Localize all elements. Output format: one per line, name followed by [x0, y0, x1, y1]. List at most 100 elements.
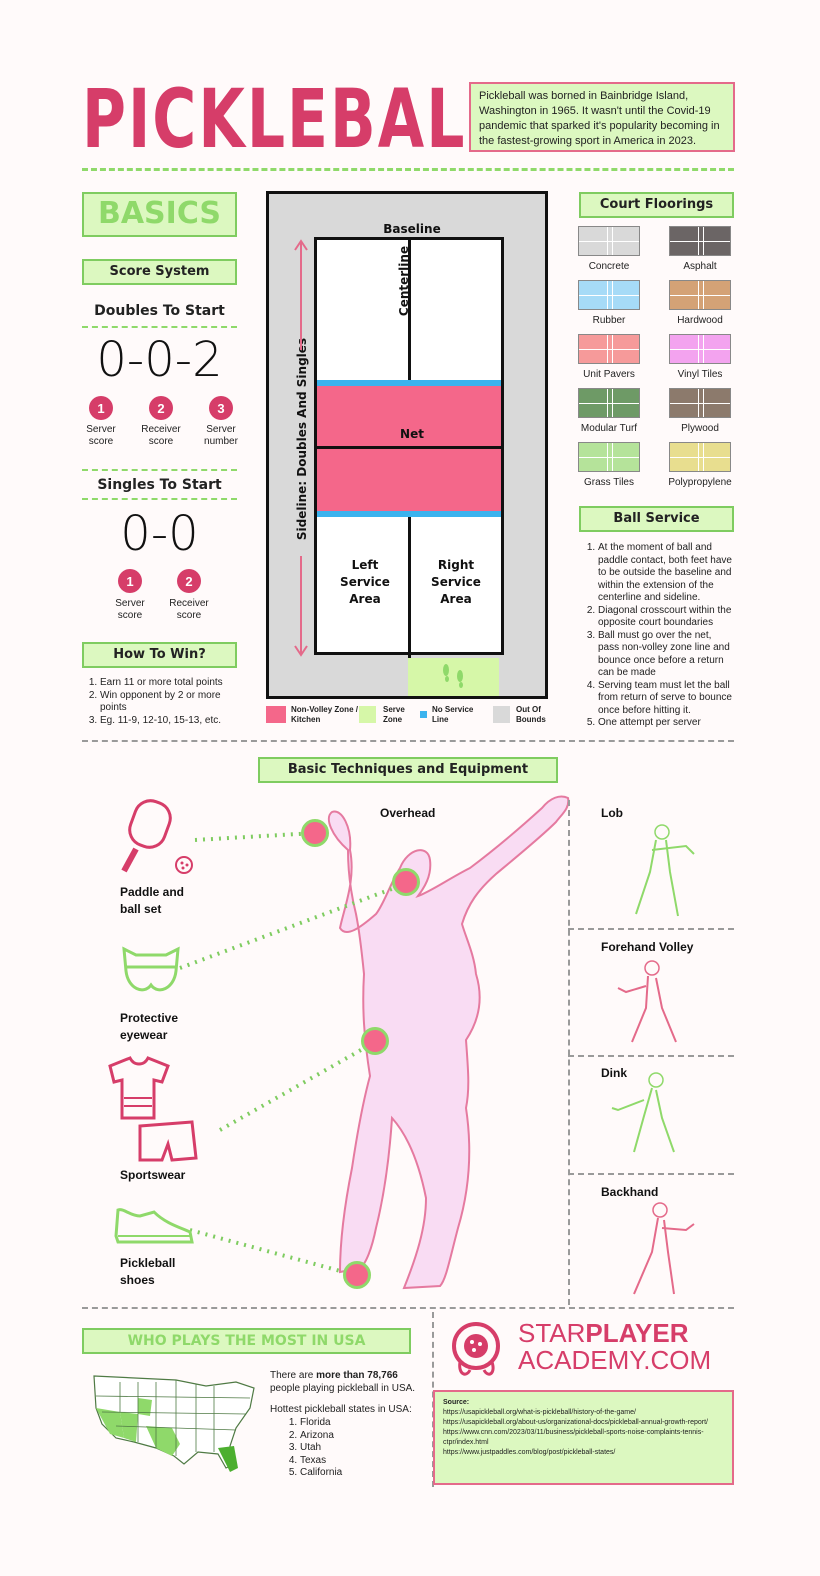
kitchen-bottom	[317, 449, 501, 511]
doubles-num-3: 3	[209, 396, 233, 420]
paddle-icon	[121, 799, 193, 874]
hotspot-shoes	[343, 1261, 371, 1289]
usa-stat: There are more than 78,766 people playin…	[270, 1370, 416, 1394]
how-to-win-heading: How To Win?	[82, 642, 237, 668]
how-to-win-list: Earn 11 or more total points Win opponen…	[84, 677, 244, 727]
divider	[568, 928, 734, 930]
footprints-icon	[443, 664, 463, 688]
court-inner	[314, 237, 504, 658]
centerline-bottom	[408, 517, 411, 658]
flooring-label: Concrete	[588, 261, 630, 272]
flooring-swatch	[669, 334, 731, 364]
singles-score: 0-0	[120, 506, 199, 562]
source-link[interactable]: https://usapickleball.org/what-is-pickle…	[443, 1409, 636, 1416]
sportswear-icon	[108, 1056, 198, 1162]
list-item: Arizona	[300, 1430, 414, 1443]
singles-label-2: Receiver score	[169, 598, 209, 621]
list-item: Ball must go over the net, pass non-voll…	[598, 630, 732, 680]
move-label-dink: Dink	[601, 1066, 628, 1080]
equipment-label-eyewear: Protective eyewear	[120, 1011, 179, 1042]
source-link[interactable]: https://www.cnn.com/2023/03/11/business/…	[443, 1429, 704, 1446]
legend-label-no-service: No Service Line	[432, 705, 474, 724]
eyewear-icon	[122, 946, 180, 992]
overhead-label: Overhead	[380, 806, 436, 820]
flooring-label: Rubber	[592, 315, 626, 326]
list-item: Texas	[300, 1455, 414, 1468]
brand-player: PLAYER	[585, 1318, 689, 1348]
techniques-heading: Basic Techniques and Equipment	[258, 757, 558, 783]
states-heading: Hottest pickleball states in USA:	[270, 1404, 412, 1415]
list-item: Utah	[300, 1442, 414, 1455]
list-item: Win opponent by 2 or more points	[100, 690, 244, 715]
source-link[interactable]: https://www.justpaddles.com/blog/post/pi…	[443, 1449, 616, 1456]
singles-heading: Singles To Start	[97, 477, 222, 493]
net-label: Net	[400, 427, 424, 441]
legend-label-out: Out Of Bounds	[516, 705, 546, 724]
flooring-label: Modular Turf	[580, 423, 638, 434]
divider	[82, 168, 734, 171]
divider	[568, 1173, 734, 1175]
flooring-swatch	[578, 226, 640, 256]
brand-star: STAR	[518, 1318, 586, 1348]
divider	[82, 1307, 734, 1309]
floorings-heading: Court Floorings	[579, 192, 734, 218]
lob-figure-icon	[635, 824, 695, 917]
doubles-label-1: Server score	[86, 424, 116, 447]
list-item: Diagonal crosscourt within the opposite …	[598, 605, 732, 630]
equipment-label-shoes: Pickleball shoes	[120, 1256, 176, 1287]
centerline-label: Centerline	[397, 245, 411, 317]
doubles-heading: Doubles To Start	[94, 303, 225, 319]
doubles-label-3: Server number	[204, 424, 238, 447]
doubles-num-1: 1	[89, 396, 113, 420]
flooring-swatch	[669, 388, 731, 418]
divider	[568, 800, 570, 1305]
divider	[82, 326, 237, 328]
right-service-area-label: Right Service Area	[431, 558, 481, 606]
intro-text: Pickleball was borned in Bainbridge Isla…	[479, 90, 720, 147]
dink-figure-icon	[611, 1072, 675, 1153]
usa-heading: WHO PLAYS THE MOST IN USA	[82, 1328, 411, 1354]
doubles-label-2: Receiver score	[141, 424, 181, 447]
score-system-heading: Score System	[82, 259, 237, 285]
flooring-label: Grass Tiles	[583, 477, 634, 488]
move-label-backhand: Backhand	[601, 1185, 659, 1199]
hotspot-paddle	[301, 819, 329, 847]
usa-stat-number: more than 78,766	[316, 1370, 398, 1381]
flooring-label: Polypropylene	[668, 477, 732, 488]
legend-swatch-kitchen	[266, 706, 286, 723]
move-label-forehand-volley: Forehand Volley	[601, 940, 694, 954]
brand-logo-icon	[452, 1322, 500, 1376]
ball-service-list: At the moment of ball and paddle contact…	[582, 542, 732, 730]
ball-service-heading: Ball Service	[579, 506, 734, 532]
net-line	[317, 446, 501, 449]
move-label-lob: Lob	[601, 806, 623, 820]
equipment-connectors	[179, 831, 406, 1277]
forehand-volley-figure-icon	[617, 960, 677, 1043]
flooring-swatch	[578, 280, 640, 310]
flooring-swatch	[669, 226, 731, 256]
baseline-label: Baseline	[383, 222, 441, 236]
source-box: Source: https://usapickleball.org/what-i…	[433, 1390, 734, 1485]
page-title: PICKLEBALL	[82, 72, 507, 168]
usa-map-icon	[93, 1375, 255, 1472]
flooring-swatch	[578, 334, 640, 364]
divider	[82, 469, 237, 471]
flooring-swatch	[578, 442, 640, 472]
singles-num-1: 1	[118, 569, 142, 593]
list-item: Eg. 11-9, 12-10, 15-13, etc.	[100, 715, 244, 728]
source-link[interactable]: https://usapickleball.org/about-us/organ…	[443, 1419, 708, 1426]
legend-swatch-no-service	[420, 711, 427, 718]
basics-heading: BASICS	[82, 192, 237, 237]
hotspot-sportswear	[361, 1027, 389, 1055]
states-list: Florida Arizona Utah Texas California	[284, 1417, 414, 1480]
divider	[568, 1055, 734, 1057]
divider	[82, 740, 734, 742]
source-heading: Source:	[443, 1399, 470, 1406]
flooring-label: Hardwood	[677, 315, 723, 326]
brand-academy: ACADEMY.COM	[518, 1345, 712, 1375]
sideline-arrow-icon	[294, 239, 308, 657]
backhand-figure-icon	[633, 1202, 695, 1295]
serve-zone	[408, 658, 499, 696]
equipment-label-paddle: Paddle and ball set	[120, 885, 185, 916]
shoe-icon	[114, 1208, 194, 1244]
